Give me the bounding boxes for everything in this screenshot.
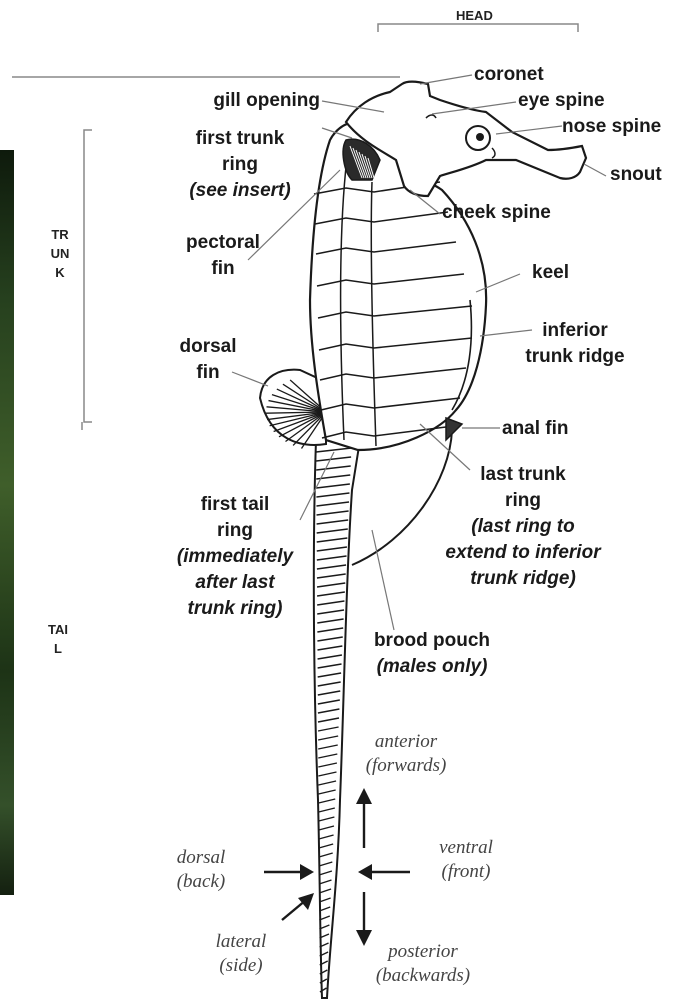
- section-label-tail: TAIL: [48, 620, 68, 658]
- lateral-arrow: [282, 893, 314, 920]
- first-tail-ring-line2: ring: [150, 518, 320, 544]
- label-snout: snout: [610, 162, 662, 188]
- ventral-meaning: (front): [414, 860, 518, 884]
- dorsal-meaning: (back): [156, 870, 246, 894]
- last-trunk-ring-line2: ring: [418, 488, 628, 514]
- inferior-trunk-ridge-line1: inferior: [510, 318, 640, 344]
- last-trunk-ring-line3: (last ring to: [418, 514, 628, 540]
- label-inferior-trunk-ridge: inferior trunk ridge: [510, 318, 640, 370]
- pectoral-fin-line2: fin: [168, 256, 278, 282]
- dorsal-arrow: [264, 864, 314, 880]
- trunk-bracket: [84, 130, 92, 422]
- ventral-arrow: [358, 864, 410, 880]
- anterior-arrow: [356, 788, 372, 848]
- brood-pouch-line1: brood pouch: [352, 628, 512, 654]
- label-anal-fin: anal fin: [502, 416, 569, 442]
- direction-ventral: ventral (front): [414, 836, 518, 884]
- anal-fin-shape: [446, 418, 462, 440]
- first-trunk-ring-line1: first trunk: [160, 126, 320, 152]
- last-trunk-ring-line5: trunk ridge): [418, 566, 628, 592]
- label-dorsal-fin: dorsal fin: [168, 334, 248, 386]
- label-first-trunk-ring: first trunk ring (see insert): [160, 126, 320, 204]
- first-tail-ring-line1: first tail: [150, 492, 320, 518]
- pectoral-fin-line1: pectoral: [168, 230, 278, 256]
- dorsal-fin-line1: dorsal: [168, 334, 248, 360]
- first-trunk-ring-line3: (see insert): [160, 178, 320, 204]
- label-first-tail-ring: first tail ring (immediately after last …: [150, 492, 320, 622]
- direction-lateral: lateral (side): [196, 930, 286, 978]
- label-brood-pouch: brood pouch (males only): [352, 628, 512, 680]
- anterior-term: anterior: [344, 730, 468, 754]
- brood-pouch-line2: (males only): [352, 654, 512, 680]
- last-trunk-ring-line1: last trunk: [418, 462, 628, 488]
- label-coronet: coronet: [474, 62, 544, 88]
- section-label-trunk: TRUNK: [50, 225, 70, 282]
- direction-dorsal: dorsal (back): [156, 846, 246, 894]
- anterior-meaning: (forwards): [344, 754, 468, 778]
- posterior-arrow: [356, 892, 372, 946]
- ventral-term: ventral: [414, 836, 518, 860]
- first-tail-ring-line3: (immediately: [150, 544, 320, 570]
- inferior-trunk-ridge-line2: trunk ridge: [510, 344, 640, 370]
- first-tail-ring-line5: trunk ring): [150, 596, 320, 622]
- dorsal-fin-line2: fin: [168, 360, 248, 386]
- label-cheek-spine: cheek spine: [442, 200, 551, 226]
- label-nose-spine: nose spine: [562, 114, 661, 140]
- label-gill-opening: gill opening: [190, 88, 320, 114]
- direction-anterior: anterior (forwards): [344, 730, 468, 778]
- label-pectoral-fin: pectoral fin: [168, 230, 278, 282]
- direction-posterior: posterior (backwards): [358, 940, 488, 988]
- section-label-head: HEAD: [456, 8, 493, 23]
- head-bracket: [378, 24, 578, 32]
- label-keel: keel: [532, 260, 569, 286]
- posterior-meaning: (backwards): [358, 964, 488, 988]
- lateral-term: lateral: [196, 930, 286, 954]
- dorsal-term: dorsal: [156, 846, 246, 870]
- first-tail-ring-line4: after last: [150, 570, 320, 596]
- lateral-meaning: (side): [196, 954, 286, 978]
- label-eye-spine: eye spine: [518, 88, 605, 114]
- posterior-term: posterior: [358, 940, 488, 964]
- last-trunk-ring-line4: extend to inferior: [418, 540, 628, 566]
- first-trunk-ring-line2: ring: [160, 152, 320, 178]
- label-last-trunk-ring: last trunk ring (last ring to extend to …: [418, 462, 628, 592]
